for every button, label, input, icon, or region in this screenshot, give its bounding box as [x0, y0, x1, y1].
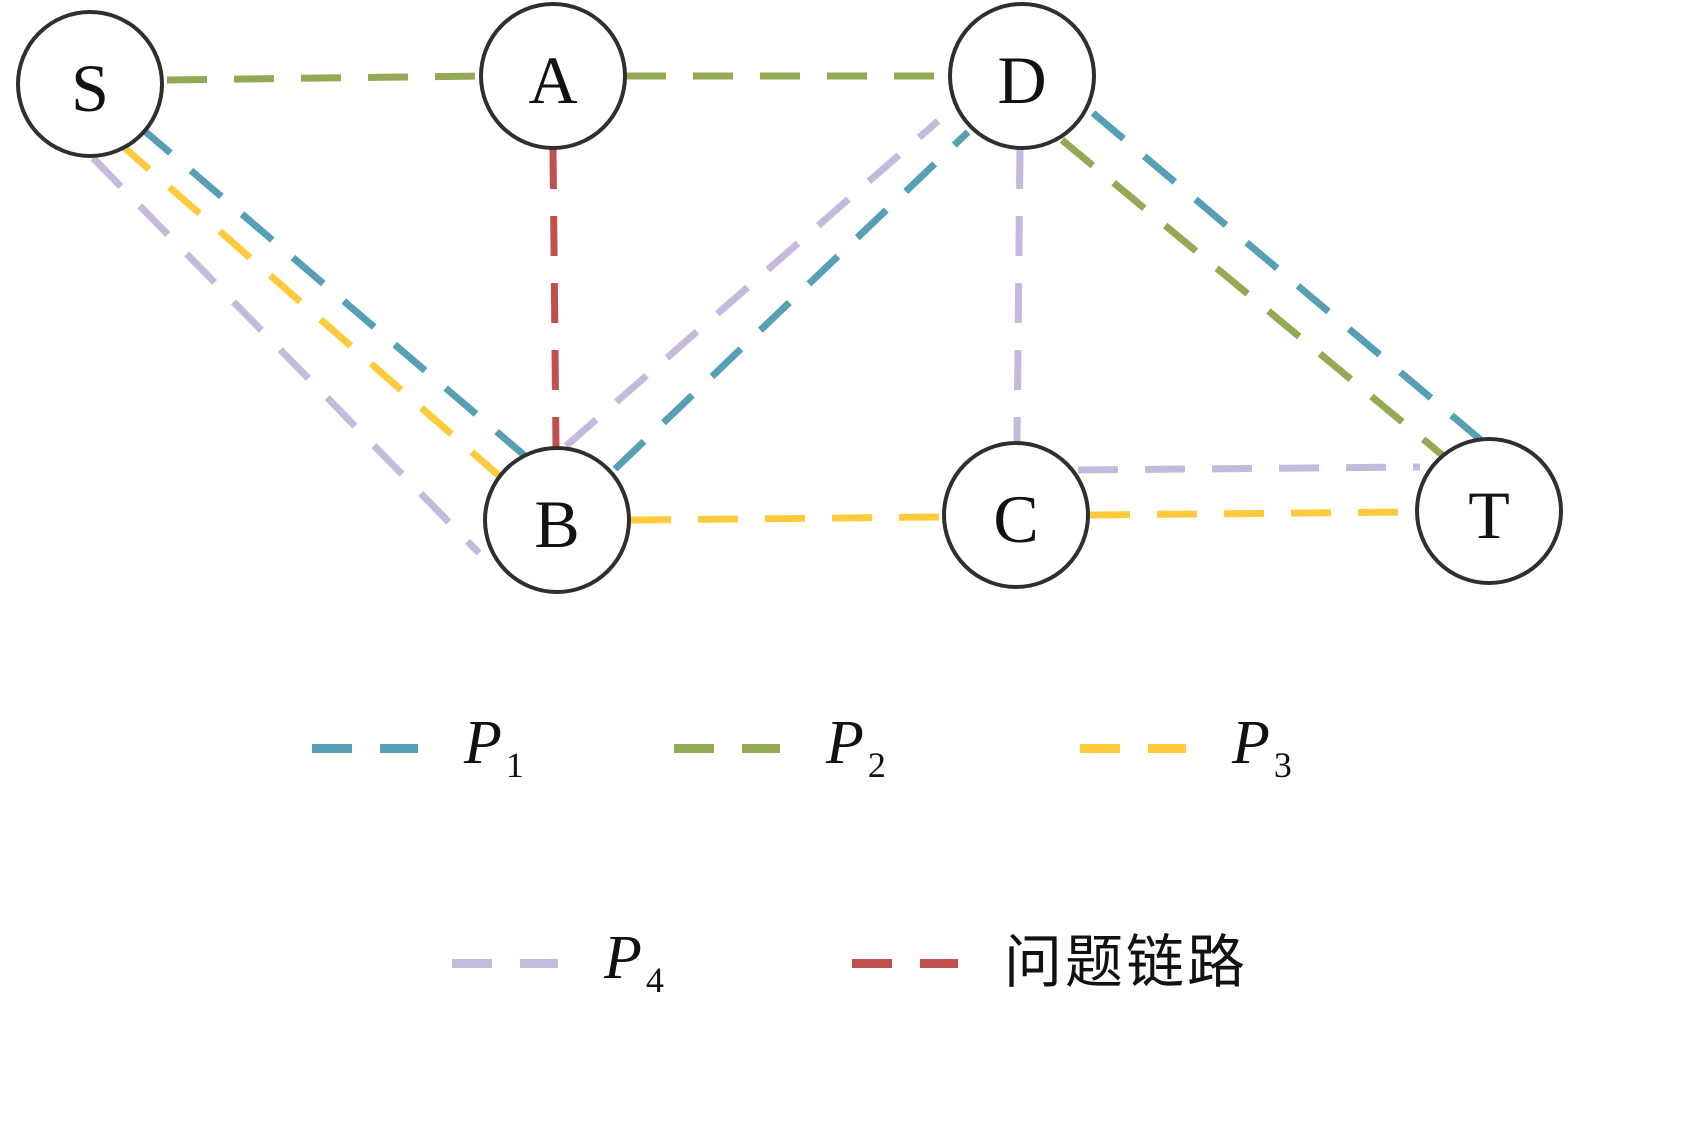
- node-circle-A: [479, 2, 627, 150]
- node-label-C: C: [993, 481, 1038, 557]
- node-circle-T: [1415, 437, 1563, 585]
- node-label-A: A: [528, 42, 577, 118]
- node-circle-S: [16, 10, 164, 158]
- edge-D-C-p4: [1013, 148, 1024, 443]
- legend-swatch-p1: [312, 743, 418, 753]
- edge-B-D-p4: [563, 118, 941, 449]
- legend-label-problem-link: 问题链路: [1004, 930, 1249, 995]
- legend-item-problem-link: 问题链路: [852, 923, 1248, 1003]
- node-label-D: D: [997, 42, 1046, 118]
- legend-swatch-p4: [452, 958, 558, 968]
- edge-A-B-problem: [549, 148, 560, 448]
- edge-S-A-p2: [166, 72, 483, 84]
- node-label-S: S: [71, 50, 109, 126]
- legend-swatch-problem-link: [852, 958, 958, 968]
- edge-B-D-p1: [612, 129, 971, 472]
- edge-C-T-p4: [1077, 463, 1421, 474]
- node-circle-C: [942, 441, 1090, 589]
- edge-S-B-p3: [116, 140, 508, 484]
- edge-S-B-p1: [137, 124, 534, 464]
- edge-D-T-p1: [1090, 110, 1485, 444]
- node-label-T: T: [1468, 477, 1510, 553]
- edge-C-T-p3: [1089, 508, 1418, 519]
- node-circle-B: [483, 446, 631, 594]
- node-label-B: B: [534, 486, 579, 562]
- edge-D-T-p2: [1059, 137, 1450, 462]
- legend-swatch-p2: [674, 743, 780, 753]
- node-circle-D: [948, 2, 1096, 150]
- graph-canvas: S A D B C T: [16, 2, 1563, 594]
- edge-B-C-p3: [630, 513, 944, 524]
- legend-swatch-p3: [1080, 743, 1186, 753]
- edge-S-B-p4: [90, 155, 482, 556]
